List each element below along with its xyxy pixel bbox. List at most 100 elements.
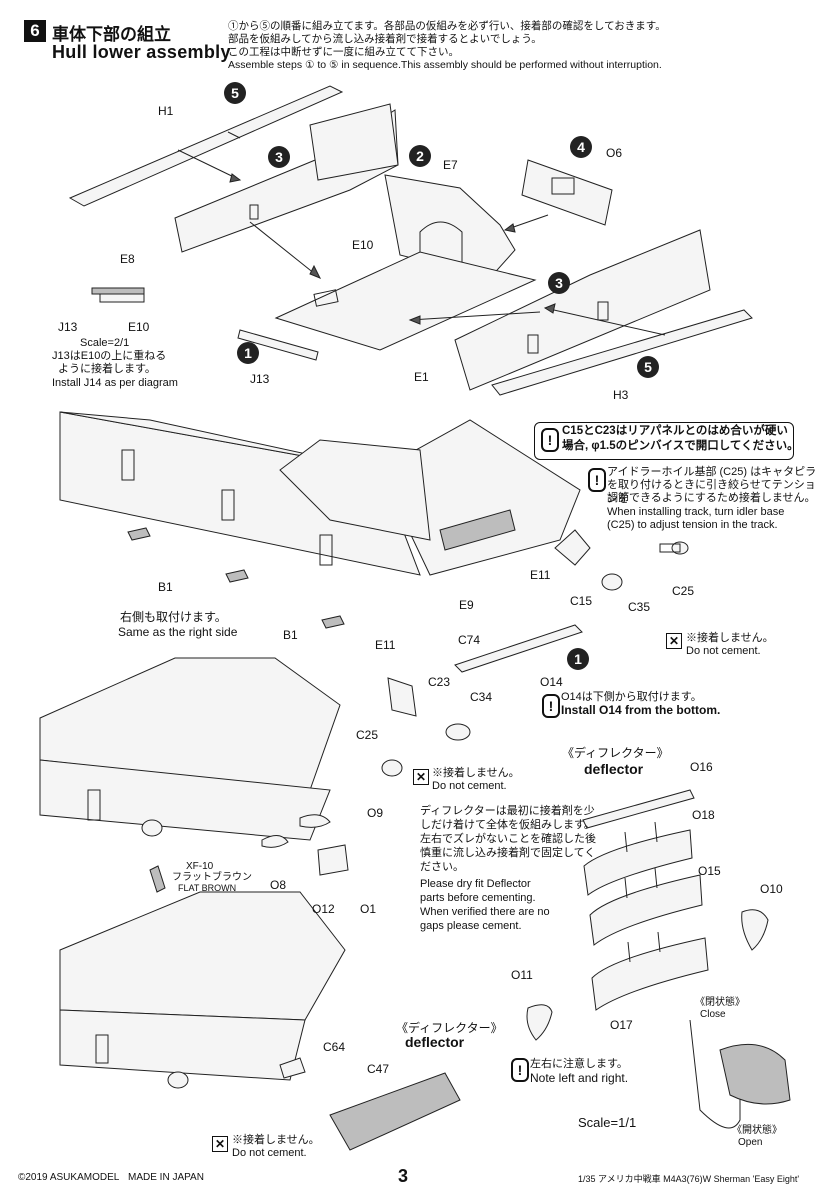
same-side-jp: 右側も取付けます。 — [120, 610, 227, 624]
step-badge-3b: 3 — [548, 272, 570, 294]
label-c25-mid: C25 — [672, 584, 695, 598]
footer-made-in: MADE IN JAPAN — [128, 1172, 204, 1183]
label-b1-b: B1 — [283, 628, 298, 642]
detail-scale: Scale=2/1 — [80, 337, 130, 349]
dry-fit-jp-2: しだけ着けて全体を仮組みします。 — [420, 819, 595, 831]
step-badge-1: 1 — [237, 342, 259, 364]
label-b1-a: B1 — [158, 580, 173, 594]
dry-fit-jp-3: 左右でズレがないことを確認した後 — [420, 833, 596, 845]
label-o6: O6 — [606, 146, 623, 160]
part-o16-drawing — [582, 789, 695, 829]
intro-line-4: Assemble steps ① to ⑤ in sequence.This a… — [228, 59, 662, 71]
label-o16: O16 — [690, 760, 713, 774]
part-o10-drawing — [741, 909, 769, 951]
deflector-bottom-drawing — [329, 1072, 461, 1151]
dry-fit-en-2: parts before cementing. — [420, 892, 536, 904]
idler-note-jp-1: アイドラーホイル基部 (C25) はキャタピラ — [607, 466, 817, 478]
note-lr-jp: 左右に注意します。 — [530, 1058, 628, 1070]
part-e7-drawing — [384, 174, 516, 279]
detail-note-jp-2: ように接着します。 — [58, 363, 156, 375]
part-j13-drawing — [237, 329, 319, 361]
part-e10-drawing — [274, 251, 537, 351]
footer-kit-name: 1/35 アメリカ中戦車 M4A3(76)W Sherman 'Easy Eig… — [578, 1174, 800, 1184]
label-e11-b: E11 — [375, 638, 396, 652]
label-o8: O8 — [270, 878, 287, 892]
no-cement-en-low: Do not cement. — [432, 780, 507, 792]
label-c15: C15 — [570, 594, 593, 608]
label-e11-a: E11 — [530, 568, 551, 582]
label-c74: C74 — [458, 633, 481, 647]
label-c35: C35 — [628, 600, 651, 614]
label-h1: H1 — [158, 104, 174, 118]
close-open-detail — [719, 1043, 791, 1105]
label-e7: E7 — [443, 158, 458, 172]
same-side-en: Same as the right side — [118, 625, 238, 639]
intro-line-1: ①から⑤の順番に組み立てます。各部品の仮組みを必ず行い、接着部の確認をしておきま… — [228, 20, 666, 32]
part-o15-drawing — [589, 874, 703, 946]
idler-note-en-1: When installing track, turn idler base — [607, 506, 785, 518]
note-lr-icon: ! — [511, 1058, 529, 1082]
note-lr-en: Note left and right. — [530, 1071, 629, 1085]
label-e10: E10 — [352, 238, 374, 252]
idler-warning-icon: ! — [588, 468, 606, 492]
open-jp: 《開状態》 — [732, 1125, 782, 1136]
idler-note-jp-2: を取り付けるときに引き絞らせてテンションを — [607, 479, 816, 505]
warning-box-line-1: C15とC23はリアパネルとのはめ合いが硬い — [562, 425, 788, 437]
step-badge-4: 4 — [570, 136, 592, 158]
dry-fit-en-3: When verified there are no — [420, 906, 550, 918]
label-o1: O1 — [360, 902, 377, 916]
intro-line-2: 部品を仮組みしてから流し込み接着剤で接着するとよいでしょう。 — [228, 33, 542, 45]
b1-pad-3 — [321, 615, 345, 629]
close-en: Close — [700, 1009, 726, 1020]
dry-fit-jp-4: 慎重に流し込み接着剤で固定してく — [420, 847, 596, 859]
warning-box-line-2: 場合, φ1.5のピンバイスで開口してください。 — [562, 440, 799, 452]
label-c25-low: C25 — [356, 728, 379, 742]
part-o11-drawing — [526, 1004, 553, 1041]
part-c23-drawing — [387, 677, 417, 717]
bottom-deflector-jp: 《ディフレクター》 — [396, 1021, 503, 1035]
part-o6-drawing — [521, 159, 613, 226]
deflector-title-jp: 《ディフレクター》 — [562, 746, 669, 760]
dry-fit-jp-5: ださい。 — [420, 861, 464, 873]
step-badge-5a: 5 — [224, 82, 246, 104]
label-e8: E8 — [120, 252, 135, 266]
o14-note-en: Install O14 from the bottom. — [561, 703, 721, 717]
label-o18: O18 — [692, 808, 715, 822]
dry-fit-en-1: Please dry fit Deflector — [420, 878, 531, 890]
open-en: Open — [738, 1137, 763, 1148]
label-o14: O14 — [540, 675, 563, 689]
no-cement-en-mid: Do not cement. — [686, 645, 761, 657]
label-j13: J13 — [250, 372, 270, 386]
close-jp: 《閉状態》 — [695, 997, 745, 1008]
label-o9: O9 — [367, 806, 384, 820]
no-cement-jp-bottom: ※接着しません。 — [232, 1134, 320, 1146]
label-o10: O10 — [760, 882, 783, 896]
bottom-deflector-en: deflector — [405, 1034, 465, 1050]
label-c64: C64 — [323, 1040, 346, 1054]
label-e1: E1 — [414, 370, 429, 384]
label-o12: O12 — [312, 902, 335, 916]
warning-box — [534, 422, 794, 460]
paint-code: XF-10 — [186, 861, 214, 872]
warning-icon: ! — [541, 428, 559, 452]
o14-note-jp: O14は下側から取付けます。 — [561, 691, 702, 703]
detail-note-jp-1: J13はE10の上に重ねる — [52, 350, 167, 362]
no-cement-x-icon-bottom: ✕ — [212, 1136, 228, 1152]
paint-en: FLAT BROWN — [178, 883, 237, 893]
label-o17: O17 — [610, 1018, 633, 1032]
title-jp: 車体下部の組立 — [52, 25, 171, 44]
label-c23: C23 — [428, 675, 451, 689]
dry-fit-en-4: gaps please cement. — [420, 920, 522, 932]
label-c34: C34 — [470, 690, 493, 704]
no-cement-jp-low: ※接着しません。 — [432, 767, 520, 779]
footer-copyright: ©2019 ASUKAMODEL — [18, 1172, 120, 1183]
no-cement-jp-mid: ※接着しません。 — [686, 632, 774, 644]
label-h3: H3 — [613, 388, 629, 402]
step-badge-2: 2 — [409, 145, 431, 167]
part-h1-drawing — [68, 85, 344, 207]
step-badge-3a: 3 — [268, 146, 290, 168]
b1-pad-1 — [127, 527, 151, 541]
detail-label-j13: J13 — [58, 320, 78, 334]
scale-1-1: Scale=1/1 — [578, 1115, 637, 1130]
